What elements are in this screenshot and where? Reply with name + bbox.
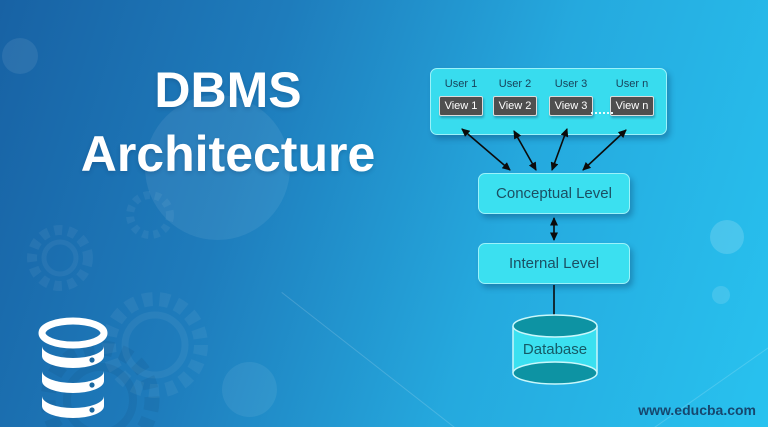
view-box: View 1 <box>439 96 483 116</box>
decor-line <box>281 292 487 427</box>
conceptual-level-box: Conceptual Level <box>478 173 630 214</box>
user-view-column: User n View n <box>604 78 660 116</box>
users-views-panel: User 1 View 1 User 2 View 2 User 3 View … <box>430 68 667 135</box>
database-label: Database <box>523 341 587 358</box>
internal-level-box: Internal Level <box>478 243 630 284</box>
page-title: DBMS Architecture <box>18 58 438 186</box>
user-view-column: User 2 View 2 <box>487 78 543 116</box>
user-label: User 1 <box>444 78 478 90</box>
user-view-column: User 3 View 3 <box>543 78 599 116</box>
user-label: User 2 <box>498 78 532 90</box>
decor-circle <box>712 286 730 304</box>
user-label: User n <box>615 78 649 90</box>
user-view-column: User 1 View 1 <box>433 78 489 116</box>
view-box: View 2 <box>493 96 537 116</box>
title-line-1: DBMS <box>154 62 302 118</box>
decor-circle <box>710 220 744 254</box>
website-url: www.educba.com <box>638 402 756 418</box>
view-box: View 3 <box>549 96 593 116</box>
internal-level-label: Internal Level <box>508 255 600 272</box>
user-label: User 3 <box>554 78 588 90</box>
view-box: View n <box>610 96 654 116</box>
ellipsis-dots <box>591 112 613 114</box>
decor-circle <box>222 362 277 417</box>
database-cylinder: Database <box>512 314 598 385</box>
conceptual-level-label: Conceptual Level <box>496 185 612 202</box>
title-line-2: Architecture <box>80 126 376 182</box>
database-icon <box>38 317 108 418</box>
